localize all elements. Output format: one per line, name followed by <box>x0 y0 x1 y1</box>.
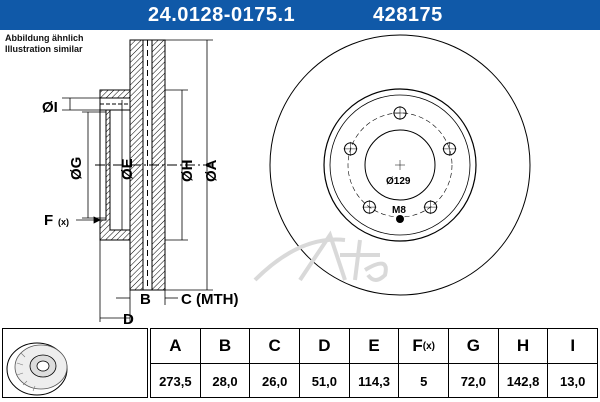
dimension-table-header: A B C D E F(x) G H I <box>151 329 597 364</box>
label-F: F <box>44 212 53 229</box>
label-I: ØI <box>42 99 58 116</box>
hub-flange <box>99 89 131 241</box>
header-cell-F: F(x) <box>399 329 450 363</box>
label-H: ØH <box>179 160 196 183</box>
friction-ring-inner-edge <box>323 88 477 242</box>
disc-thumbnail <box>2 328 148 398</box>
value-cell-C: 26,0 <box>250 364 301 398</box>
value-cell-E: 114,3 <box>350 364 400 398</box>
bolt-circle-label: Ø129 <box>386 176 411 187</box>
thumb-bore <box>36 360 50 372</box>
disc-thumbnail-image <box>6 342 68 396</box>
dimension-table-values: 273,5 28,0 26,0 51,0 114,3 5 72,0 142,8 … <box>151 364 597 398</box>
label-G: ØG <box>68 157 85 180</box>
watermark-swoosh <box>253 237 346 282</box>
dimension-lines <box>62 39 213 322</box>
note-english: Illustration similar <box>5 44 83 54</box>
value-cell-A: 273,5 <box>151 364 201 398</box>
header-cell-B: B <box>201 329 251 363</box>
header-cell-H: H <box>499 329 549 363</box>
center-bore <box>364 129 436 201</box>
disc-front-view <box>253 34 531 296</box>
header-cell-C: C <box>250 329 301 363</box>
label-C: C (MTH) <box>181 291 238 308</box>
value-cell-I: 13,0 <box>560 373 586 389</box>
dimension-labels: ØI ØG ØE ØH ØA F (x) B C (MTH) D <box>42 99 238 326</box>
value-cell-H: 142,8 <box>499 364 549 398</box>
value-cell-G: 72,0 <box>449 364 499 398</box>
label-B: B <box>140 291 151 308</box>
header-cell-D: D <box>300 329 350 363</box>
hat-outer-edge <box>329 94 471 236</box>
value-cell-F: 5 <box>399 364 450 398</box>
watermark-letter <box>363 261 388 282</box>
illustration-note: Abbildung ähnlich Illustration similar <box>5 33 84 55</box>
value-cell-B: 28,0 <box>201 364 251 398</box>
label-A: ØA <box>203 159 220 182</box>
disc-side-section-view <box>95 39 215 291</box>
label-E: ØE <box>119 158 136 180</box>
part-number: 24.0128-0175.1 <box>148 4 296 26</box>
label-D: D <box>123 311 134 326</box>
title-bar: 24.0128-0175.1 428175 <box>0 0 600 30</box>
reference-number: 428175 <box>373 4 443 26</box>
dimension-table: A B C D E F(x) G H I 273,5 28,0 26,0 51,… <box>150 328 598 398</box>
value-cell-D: 51,0 <box>300 364 350 398</box>
threaded-hole <box>396 215 404 223</box>
watermark-letter <box>353 239 362 281</box>
technical-drawing: ØI ØG ØE ØH ØA F (x) B C (MTH) D <box>42 34 531 326</box>
dim-F-arrow <box>93 216 101 224</box>
wheel-bolt-holes <box>343 106 457 215</box>
header-cell-G: G <box>449 329 499 363</box>
label-F-sub: (x) <box>58 217 69 227</box>
header-cell-E: E <box>350 329 400 363</box>
note-german: Abbildung ähnlich <box>5 33 84 43</box>
header-cell-I: I <box>570 336 576 355</box>
front-view-labels: Ø129 M8 <box>386 176 411 216</box>
outer-disc-edge <box>269 34 531 296</box>
header-cell-A: A <box>151 329 201 363</box>
watermark-letter <box>298 230 347 282</box>
brand-watermark <box>253 230 388 282</box>
thumb-vanes <box>16 352 36 392</box>
thread-label: M8 <box>392 205 406 216</box>
